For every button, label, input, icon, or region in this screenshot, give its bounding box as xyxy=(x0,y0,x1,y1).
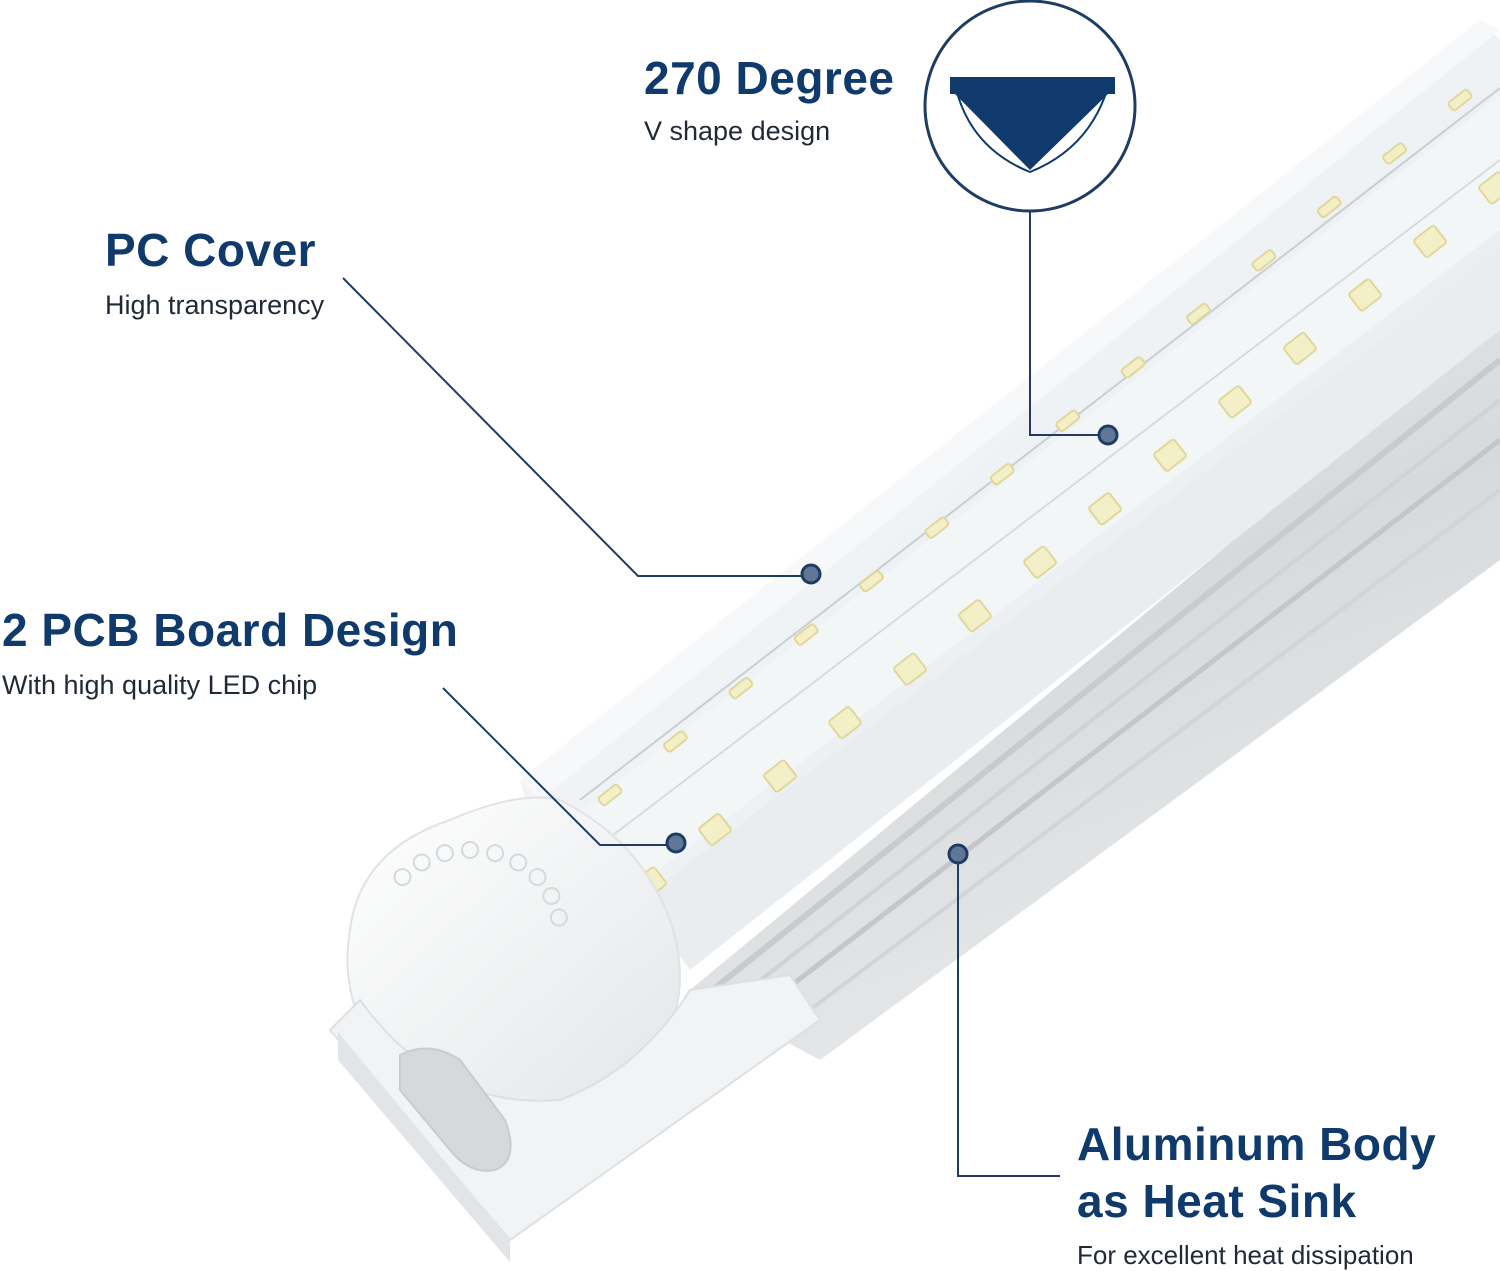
led-chip xyxy=(989,463,1015,486)
led-chip xyxy=(1251,249,1277,272)
callout-aluminum-body: Aluminum Body as Heat Sink For excellent… xyxy=(1077,1116,1436,1271)
led-chip xyxy=(1186,302,1211,325)
vent-dot xyxy=(393,868,412,887)
callout-pcb-subtitle: With high quality LED chip xyxy=(2,669,318,700)
led-chip xyxy=(1447,88,1473,112)
led-chip xyxy=(1348,278,1382,312)
led-chip xyxy=(597,783,623,807)
end-cap-vent-dots xyxy=(393,841,568,927)
vent-dot xyxy=(412,853,431,872)
led-chip xyxy=(924,516,950,539)
end-cap xyxy=(328,796,822,1262)
callout-270-subtitle: V shape design xyxy=(644,115,831,146)
led-chip xyxy=(1382,142,1407,165)
led-chip xyxy=(793,623,819,646)
marker-pc-cover xyxy=(800,563,822,585)
vent-dot xyxy=(461,841,479,859)
led-chip xyxy=(1413,225,1447,258)
callout-pc-subtitle: High transparency xyxy=(105,289,325,320)
callout-markers xyxy=(665,424,1119,865)
leader-line-pc-cover xyxy=(342,277,811,577)
led-chip-row-back xyxy=(597,88,1473,807)
vent-dot xyxy=(528,868,547,887)
callout-pc-title: PC Cover xyxy=(105,224,317,276)
led-chip xyxy=(958,599,992,633)
marker-aluminum xyxy=(947,843,969,865)
marker-pcb xyxy=(665,832,687,854)
led-chip xyxy=(698,813,732,846)
led-chip xyxy=(1088,492,1122,526)
led-chip xyxy=(828,706,862,740)
vent-dot xyxy=(486,844,505,863)
led-chip xyxy=(663,730,688,753)
callout-270-title: 270 Degree xyxy=(644,52,895,104)
led-chip xyxy=(893,652,927,686)
vent-dot xyxy=(509,853,528,872)
led-chip xyxy=(1218,385,1252,419)
vent-dot xyxy=(549,908,568,927)
vent-dot xyxy=(542,886,561,905)
callout-aluminum-subtitle: For excellent heat dissipation xyxy=(1077,1240,1414,1270)
pc-cover-tube xyxy=(520,20,1500,970)
callout-aluminum-title-line1: Aluminum Body xyxy=(1077,1118,1437,1170)
led-chip xyxy=(1153,438,1187,472)
aluminum-heat-sink xyxy=(690,320,1500,1060)
led-chip xyxy=(1023,545,1057,579)
callout-aluminum-title-line2: as Heat Sink xyxy=(1077,1175,1357,1227)
callout-pcb-title: 2 PCB Board Design xyxy=(2,604,459,656)
callout-pcb-board: 2 PCB Board Design With high quality LED… xyxy=(2,604,459,701)
led-chip xyxy=(1478,171,1500,205)
leader-lines xyxy=(342,212,1108,1177)
led-chip xyxy=(1283,331,1317,365)
led-chip xyxy=(859,570,884,593)
leader-line-v-shape xyxy=(1029,212,1108,436)
callout-270-degree: 270 Degree V shape design xyxy=(644,52,895,147)
callout-pc-cover: PC Cover High transparency xyxy=(105,224,325,321)
led-chip xyxy=(1120,356,1146,379)
v-shape-inset xyxy=(923,0,1137,213)
led-chip xyxy=(1316,195,1342,219)
vent-dot xyxy=(435,844,454,863)
leader-line-pcb xyxy=(442,687,676,846)
led-chip xyxy=(763,759,797,793)
led-chip xyxy=(1055,409,1081,432)
marker-v-shape xyxy=(1097,424,1119,446)
led-chip xyxy=(728,676,754,700)
leader-line-aluminum xyxy=(957,854,1060,1177)
